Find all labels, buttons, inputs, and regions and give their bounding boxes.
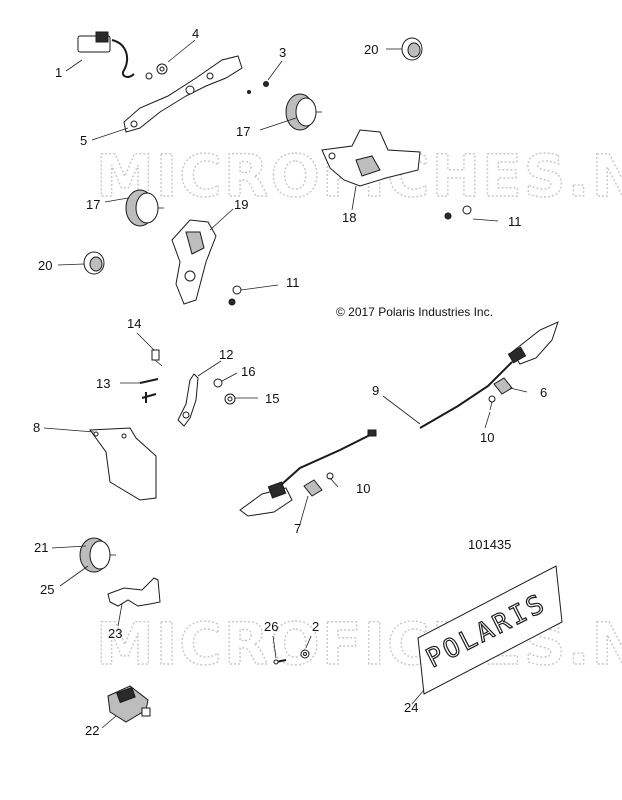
part-26-screw: [273, 659, 287, 665]
part-6-plug: [493, 377, 513, 395]
copyright-notice: © 2017 Polaris Industries Inc.: [336, 305, 493, 319]
callout-16: 16: [241, 364, 255, 379]
callout-25: 25: [40, 582, 54, 597]
part-14-bolt: [151, 349, 163, 367]
part-18-bracket: [321, 129, 421, 187]
callout-1: 1: [55, 65, 62, 80]
callout-8: 8: [33, 420, 40, 435]
part-21-25-horn-bottom: [79, 537, 116, 573]
callout-6: 6: [540, 385, 547, 400]
leader-lines: [43, 39, 528, 729]
callout-17-top: 17: [236, 124, 250, 139]
callout-18: 18: [342, 210, 356, 225]
callout-26: 26: [264, 619, 278, 634]
callout-3: 3: [279, 45, 286, 60]
part-2-screw: [300, 649, 310, 659]
part-17-horn-top: [285, 93, 322, 131]
part-5-bracket: [123, 55, 243, 133]
part-8-plate-bracket: [89, 427, 157, 501]
callout-11-mid: 11: [286, 275, 300, 290]
part-10-screw-left: [326, 472, 334, 480]
part-20-reflector-top: [401, 37, 423, 61]
callout-9: 9: [372, 383, 379, 398]
callout-5: 5: [80, 133, 87, 148]
callout-20-top: 20: [364, 42, 378, 57]
callouts: 1 2 3 4 5 6 7 8 9 10 10 11 11 12 13 14 1…: [33, 26, 547, 738]
callout-11-top: 11: [508, 214, 522, 229]
callout-12: 12: [219, 347, 233, 362]
callout-15: 15: [265, 391, 279, 406]
part-23-bracket: [107, 577, 161, 607]
part-20-reflector-mid: [83, 251, 105, 275]
part-24-polaris-plate: POLARIS: [417, 565, 563, 695]
callout-4: 4: [192, 26, 199, 41]
callout-21: 21: [34, 540, 48, 555]
part-9-harness: [281, 429, 377, 485]
part-17-horn-mid: [125, 189, 164, 227]
callout-19: 19: [234, 197, 248, 212]
part-22-switch: [107, 685, 151, 723]
part-11-nut-top: [444, 205, 472, 220]
callout-24: 24: [404, 700, 418, 715]
reference-number: 101435: [468, 537, 511, 552]
callout-22: 22: [85, 723, 99, 738]
part-15-nut: [224, 393, 236, 405]
callout-23: 23: [108, 626, 122, 641]
part-3-screw: [247, 81, 269, 94]
callout-10-right: 10: [480, 430, 494, 445]
callout-13: 13: [96, 376, 110, 391]
part-12-bracket: [177, 373, 199, 427]
callout-7: 7: [294, 521, 301, 536]
part-16-washer: [213, 378, 223, 388]
part-19-bracket: [171, 219, 217, 305]
part-10-screw-right: [488, 395, 496, 411]
part-4-nut: [145, 63, 168, 80]
callout-17-mid: 17: [86, 197, 100, 212]
callout-20-mid: 20: [38, 258, 52, 273]
callout-10-left: 10: [356, 481, 370, 496]
part-13-screws: [139, 378, 159, 403]
callout-14: 14: [127, 316, 141, 331]
part-7-turn-signal-left: [239, 479, 323, 517]
part-11-nut-mid: [228, 285, 242, 306]
part-9-turn-signal-right: [419, 321, 559, 429]
callout-2: 2: [312, 619, 319, 634]
part-1-switch: [77, 31, 135, 78]
